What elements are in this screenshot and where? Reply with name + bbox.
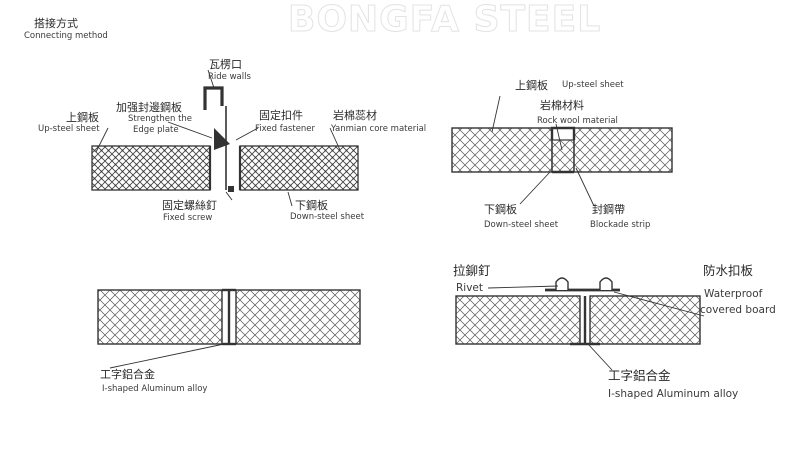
down-steel-label-en: Down-steel sheet [290,212,365,222]
rivet-label-cn: 拉鉚釘 [453,263,491,278]
blockade-label-cn: 封鋼帶 [592,203,625,216]
fixed-screw [228,186,234,192]
blockade-label-en: Blockade strip [590,220,651,230]
title-cn: 搭接方式 [34,17,78,30]
panel-3-aluminum-joint [97,288,361,369]
panel-1-right-core [239,145,359,191]
strengthen-label-cn: 加强封邊鋼板 [116,101,182,114]
rock-wool-label-cn: 岩棉材料 [540,99,584,112]
rock-wool-label-en: Rock wool material [537,116,618,126]
panel-4-left-core [455,295,581,345]
screw-label-cn: 固定螺絲釘 [162,199,217,212]
p3-alloy-label-cn: 工字鋁合金 [100,368,155,381]
rivet-label-en: Rivet [456,282,484,294]
panel-4-waterproof-joint [455,277,705,371]
panel-2-left-core [451,127,553,173]
blockade-strip [550,126,576,140]
fastener-label-en: Fixed fastener [255,124,316,134]
panel-2-right-core [573,127,673,173]
screw-label-en: Fixed screw [163,213,213,223]
title-en: Connecting method [24,31,108,41]
strengthen-label-en-2: Edge plate [133,125,179,135]
p2-up-steel-label-en: Up-steel sheet [562,80,624,90]
p4-alloy-label-en: I-shaped Aluminum alloy [608,388,739,400]
panel-1-left-core [91,145,211,191]
waterproof-label-en-2: covered board [700,304,776,316]
rivet-right [599,277,613,290]
p2-down-steel-label-en: Down-steel sheet [484,220,559,230]
watermark-text: BONGFA STEEL [287,0,602,40]
rivet-left [555,277,569,290]
ride-walls-label-cn: 瓦楞口 [209,58,242,71]
waterproof-label-en-1: Waterproof [704,288,763,300]
core-label-en: Yanmian core material [331,124,427,134]
down-steel-label-cn: 下鋼板 [295,199,328,212]
panel-1-fastener-joint [91,69,359,207]
up-steel-label-en: Up-steel sheet [38,124,100,134]
up-steel-label-cn: 上鋼板 [66,111,99,124]
panel-3-right-core [235,289,361,345]
panel-2-rockwool-joint [451,95,673,207]
panel-3-left-core [97,289,223,345]
p2-down-steel-label-cn: 下鋼板 [484,203,517,216]
p4-alloy-label-cn: 工字鋁合金 [608,368,671,383]
core-label-cn: 岩棉蕊材 [333,109,377,122]
ride-walls-label-en: Ride walls [208,72,251,82]
fastener-label-cn: 固定扣件 [259,109,303,122]
p3-alloy-label-en: I-shaped Aluminum alloy [102,384,208,394]
waterproof-label-cn: 防水扣板 [703,263,754,278]
rock-wool-material [551,139,575,173]
p2-up-steel-label-cn: 上鋼板 [515,79,548,92]
strengthen-label-en-1: Strengthen the [128,114,193,124]
ride-walls-cap [203,86,224,110]
panel-4-right-core [589,295,701,345]
